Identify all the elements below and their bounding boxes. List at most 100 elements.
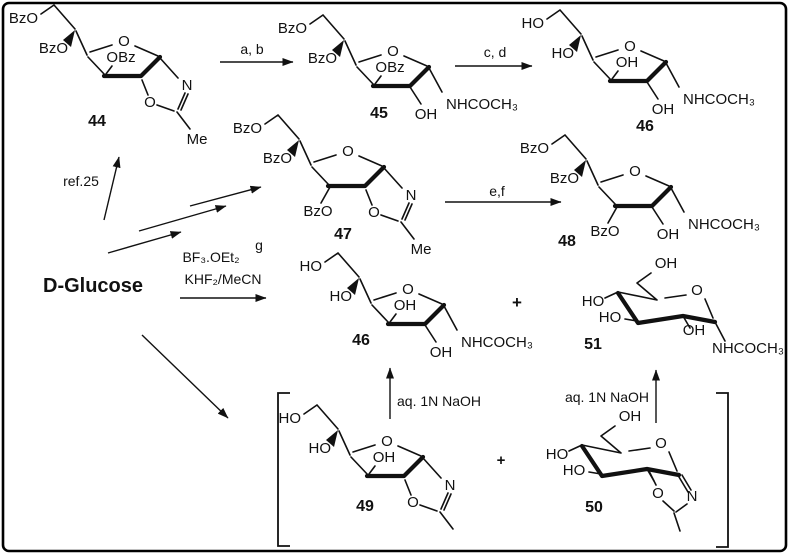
oxazoline-oxygen-label: O (652, 485, 664, 502)
hydroxyl-label: HO (330, 288, 353, 305)
structure-51: O OH HO HO OH NHCOCH₃ 51 (582, 255, 784, 357)
reagent-g: g (255, 237, 263, 253)
ring-oxygen-label: O (387, 43, 399, 60)
oxazoline-oxygen-label: O (368, 204, 380, 221)
ring-oxygen-label: O (629, 163, 641, 180)
compound-number-46: 46 (636, 118, 654, 135)
c3-substituent-bond (105, 65, 113, 75)
compound-number-50: 50 (585, 499, 603, 516)
structure-49: HO HO OH O N O 49 (279, 404, 456, 530)
c3-substituent-bond (607, 206, 618, 224)
ring-oxygen-label: O (381, 433, 393, 450)
benzoate-label: OBz (106, 49, 135, 66)
hydroxyl-label: OH (657, 226, 680, 243)
c3-substituent-bond (368, 465, 376, 475)
acetamido-label: NHCOCH₃ (688, 216, 760, 233)
hydroxyl-label: HO (279, 410, 302, 427)
oxazoline-oxygen-label: O (407, 494, 419, 511)
hydroxyl-label: OH (394, 297, 417, 314)
acetamido-bonds (646, 62, 680, 100)
c3-substituent-bond (611, 70, 619, 80)
hydroxyl-label: OH (373, 449, 396, 466)
benzoate-label: BzO (9, 10, 38, 27)
reagent-ref25: ref.25 (63, 173, 99, 189)
hydroxyl-label: HO (563, 462, 586, 479)
reagent-c-d: c, d (484, 44, 507, 60)
ring-oxygen-label: O (402, 281, 414, 298)
nitrogen-label: N (445, 477, 456, 494)
benzoate-label: BzO (39, 40, 68, 57)
structure-46-top: HO HO OH O OH NHCOCH₃ 46 (522, 9, 755, 135)
plus-sign-top: + (512, 293, 522, 312)
reagent-naoh-right: aq. 1N NaOH (565, 389, 649, 405)
hydroxyl-label: OH (652, 101, 675, 118)
oxazoline-oxygen-label: O (144, 94, 156, 111)
plus-sign-bottom: + (497, 452, 506, 469)
compound-number-46: 46 (352, 332, 370, 349)
acetamido-bond (714, 321, 726, 342)
ring-oxygen-label: O (118, 33, 130, 50)
hydroxyl-label: OH (619, 408, 642, 425)
acetamido-bonds (424, 305, 458, 343)
bracket-left (277, 392, 290, 547)
reagent-e-f: e,f (489, 183, 505, 199)
nitrogen-label: N (687, 488, 698, 505)
hydroxyl-label: HO (522, 15, 545, 32)
compound-number-48: 48 (558, 233, 576, 250)
methyl-label: Me (411, 241, 432, 258)
c3-substituent-bond (320, 186, 331, 204)
ring-oxygen-label: O (342, 143, 354, 160)
compound-number-47: 47 (334, 226, 352, 243)
arrow-to-47-bottom (107, 231, 182, 254)
furanose-front-bonds (328, 167, 384, 186)
acetamido-bonds (409, 67, 443, 105)
structure-46-middle: HO HO OH O OH NHCOCH₃ 46 (300, 252, 533, 361)
start-material-label: D-Glucose (43, 275, 143, 297)
ring-oxygen-label: O (624, 38, 636, 55)
hydroxyl-label: OH (655, 255, 678, 272)
furanose-front-bonds (615, 187, 671, 206)
benzoate-label: BzO (550, 170, 579, 187)
bracket-right (716, 392, 729, 548)
reagent-khf2-mecn: KHF₂/MeCN (185, 271, 262, 287)
benzoate-label: BzO (590, 223, 619, 240)
nitrogen-label: N (182, 77, 193, 94)
hydroxyl-label: HO (300, 258, 323, 275)
acetamido-label: NHCOCH₃ (712, 340, 784, 357)
arrow-ref25 (103, 156, 121, 221)
hydroxyl-label: OH (415, 106, 438, 123)
reagent-a-b: a, b (240, 41, 264, 57)
ring-oxygen-label: O (655, 435, 667, 452)
hydroxyl-label: OH (616, 54, 639, 71)
compound-number-45: 45 (370, 105, 388, 122)
hydroxyl-label: HO (309, 440, 332, 457)
reagent-bf3-oet2: BF₃.OEt₂ (182, 249, 239, 265)
hydroxyl-label: HO (599, 309, 622, 326)
benzoate-label: BzO (263, 150, 292, 167)
benzoate-label: BzO (308, 50, 337, 67)
hydroxyl-label: HO (582, 293, 605, 310)
benzoate-label: BzO (303, 203, 332, 220)
arrow-to-47-top (189, 185, 262, 207)
structure-47: BzO BzO BzO O N O Me 47 (233, 114, 432, 258)
arrow-to-47-middle (138, 205, 227, 232)
structure-50: O OH HO HO O N 50 (546, 408, 698, 532)
benzoate-label: OBz (375, 59, 404, 76)
compound-number-51: 51 (584, 336, 602, 353)
methyl-label: Me (187, 131, 208, 148)
compound-number-49: 49 (356, 498, 374, 515)
hydroxyl-label: HO (546, 446, 569, 463)
c3-substituent-bond (389, 313, 397, 323)
arrow-to-bracket (141, 334, 229, 419)
benzoate-label: BzO (233, 120, 262, 137)
acetamido-label: NHCOCH₃ (461, 334, 533, 351)
structure-44: BzO BzO OBz O N O Me 44 (9, 4, 208, 148)
reagent-naoh-left: aq. 1N NaOH (397, 393, 481, 409)
acetamido-label: NHCOCH₃ (446, 96, 518, 113)
hydroxyl-label: HO (552, 45, 575, 62)
structure-45: BzO BzO OBz O OH NHCOCH₃ 45 (278, 14, 518, 123)
hydroxyl-label: OH (430, 344, 453, 361)
